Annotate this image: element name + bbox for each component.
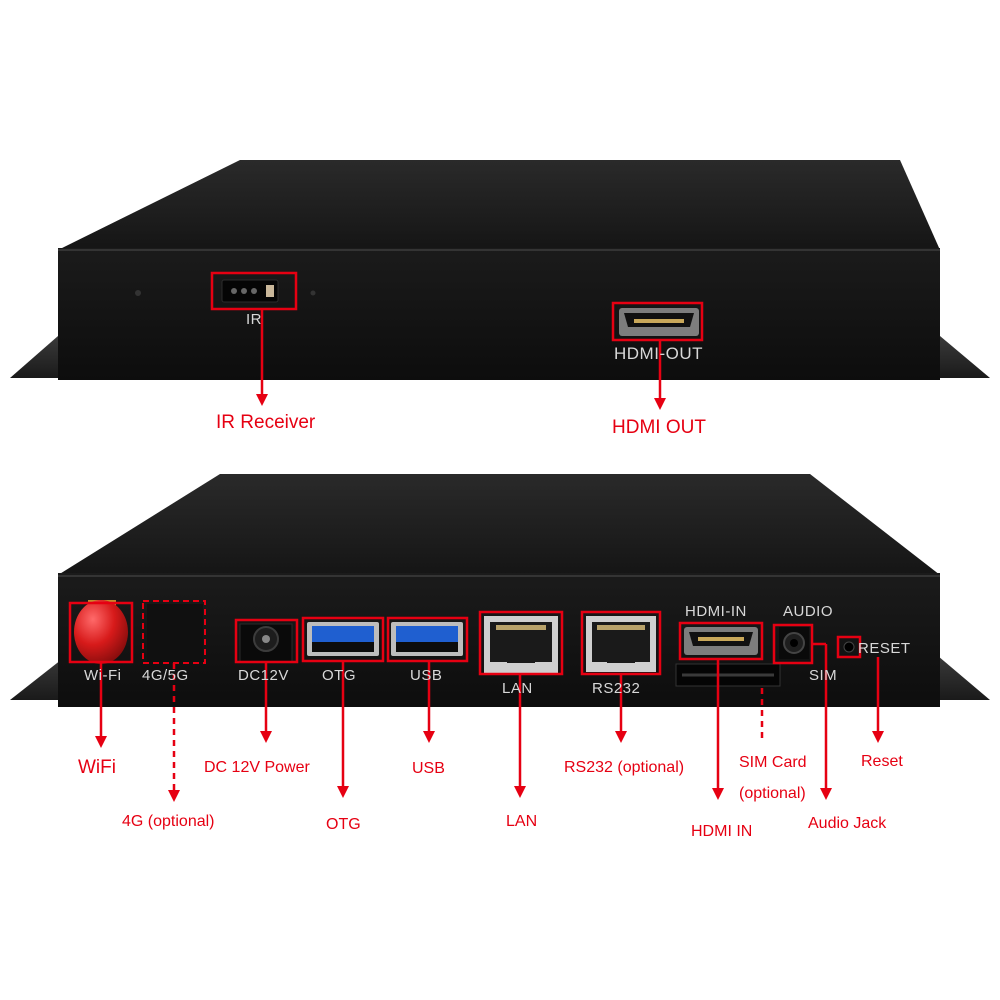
callout-wifi: WiFi xyxy=(78,757,116,778)
silk-rs232: RS232 xyxy=(592,680,641,697)
callout-sim-optional: (optional) xyxy=(739,785,806,802)
top-device-lid xyxy=(58,160,940,250)
silk-wifi: Wi-Fi xyxy=(84,667,122,684)
usb-highlight-box xyxy=(386,616,469,663)
callout-4g-optional: 4G (optional) xyxy=(122,813,215,830)
callout-otg: OTG xyxy=(326,816,361,833)
silk-ir: IR xyxy=(246,311,262,328)
silk-otg: OTG xyxy=(322,667,356,684)
silk-hdmi-in: HDMI-IN xyxy=(685,603,747,620)
top-right-flange xyxy=(940,336,990,378)
ir-highlight-box xyxy=(210,271,298,311)
bottom-right-flange xyxy=(938,656,990,700)
silk-dc12v: DC12V xyxy=(238,667,289,684)
callout-reset: Reset xyxy=(861,753,903,770)
hdmi-out-arrow xyxy=(654,398,666,410)
callout-sim-card: SIM Card xyxy=(739,754,807,771)
silk-lan: LAN xyxy=(502,680,533,697)
wifi-antenna-connector xyxy=(74,600,128,664)
callout-dc-power: DC 12V Power xyxy=(204,759,310,776)
silk-4g5g: 4G/5G xyxy=(142,667,189,684)
top-device xyxy=(10,160,990,410)
silk-audio: AUDIO xyxy=(783,603,834,620)
top-device-front-panel xyxy=(58,248,940,380)
callout-ir-receiver: IR Receiver xyxy=(216,412,316,433)
bottom-left-flange xyxy=(10,656,66,700)
silk-usb: USB xyxy=(410,667,443,684)
hdmi-out-highlight-box xyxy=(611,301,704,342)
silk-sim: SIM xyxy=(809,667,838,684)
callout-usb: USB xyxy=(412,760,445,777)
callout-hdmi-out: HDMI OUT xyxy=(612,417,706,438)
callout-rs232: RS232 (optional) xyxy=(564,759,685,776)
top-left-flange xyxy=(10,336,58,378)
callout-audio-jack: Audio Jack xyxy=(808,815,887,832)
silk-reset: RESET xyxy=(858,640,911,657)
bottom-device xyxy=(10,474,990,802)
callout-hdmi-in: HDMI IN xyxy=(691,823,753,840)
hdmi-in-highlight-box xyxy=(678,621,764,661)
reset-highlight-box xyxy=(836,635,862,659)
ir-arrow xyxy=(256,394,268,406)
callout-lan: LAN xyxy=(506,813,538,830)
bottom-device-lid xyxy=(58,474,940,575)
silk-hdmi-out: HDMI-OUT xyxy=(614,344,703,363)
